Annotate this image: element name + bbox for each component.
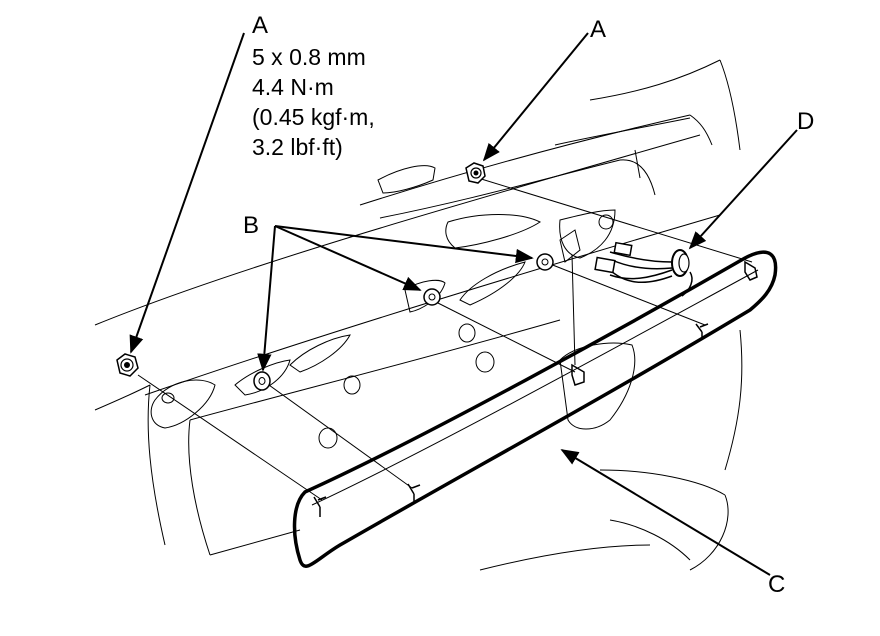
spec-torque-kgfm: (0.45 kgf·m,	[252, 104, 375, 130]
connector-icon	[613, 241, 633, 257]
assembly-guide-lines	[137, 177, 753, 501]
callout-b: B	[243, 212, 259, 239]
spec-torque-nm: 4.4 N·m	[252, 74, 334, 100]
callout-d: D	[797, 108, 814, 135]
callout-a-left: A	[252, 12, 268, 39]
spec-torque-lbfft: 3.2 lbf·ft)	[252, 134, 343, 160]
nut-icon	[465, 162, 486, 184]
connector-icon	[594, 256, 616, 274]
garnish-clips	[313, 260, 758, 517]
clip-icon	[423, 288, 441, 306]
clip-icon	[253, 371, 271, 391]
leader-lines	[129, 32, 798, 576]
spec-bolt-size: 5 x 0.8 mm	[252, 44, 366, 70]
tailgate-outline	[94, 59, 743, 571]
callout-c: C	[768, 571, 785, 598]
harness-connector	[594, 241, 693, 297]
clip-icon	[536, 253, 554, 271]
callout-a-right: A	[590, 16, 606, 43]
torque-spec: 5 x 0.8 mm 4.4 N·m (0.45 kgf·m, 3.2 lbf·…	[252, 44, 375, 160]
nut-icon	[116, 353, 139, 377]
grommet-icon	[671, 249, 690, 277]
garnish-outline	[292, 250, 778, 568]
